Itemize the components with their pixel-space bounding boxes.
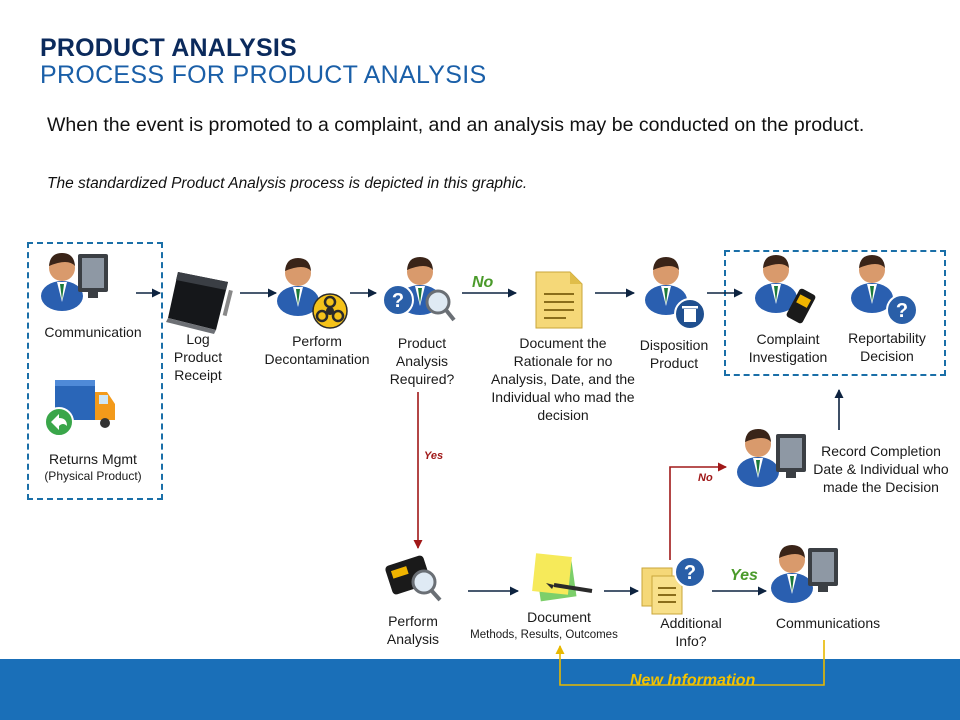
step-document: Document [527, 609, 591, 625]
branch-no-small: No [698, 472, 713, 484]
input-group-box [27, 242, 163, 500]
step-document-sub: Methods, Results, Outcomes [470, 629, 618, 641]
arrow-new-information [555, 640, 825, 686]
svg-text:?: ? [392, 290, 404, 312]
svg-text:?: ? [684, 562, 696, 584]
branch-yes-down: Yes [424, 450, 444, 462]
step-returns-mgmt-sub: (Physical Product) [44, 469, 142, 483]
step-additional-info: Additional Info? [660, 615, 722, 649]
branch-yes-bottom: Yes [730, 567, 758, 584]
document-icon [535, 271, 583, 329]
trash-person-icon [645, 257, 706, 330]
device-person-icon [755, 255, 816, 324]
step-analysis-required: Product Analysis Required? [389, 335, 455, 387]
question-person-icon-2: ? [851, 255, 918, 326]
step-decontamination: Perform Decontamination [264, 333, 370, 367]
person-computer-icon-2 [737, 429, 806, 487]
page-title: PRODUCT ANALYSIS [40, 34, 297, 62]
documents-question-icon: ? [641, 556, 706, 615]
step-document-rationale: Document the Rationale for no Analysis, … [491, 335, 635, 423]
new-information-label: New Information [630, 672, 756, 689]
step-perform-analysis: Perform Analysis [386, 613, 440, 647]
intro-note: The standardized Product Analysis proces… [47, 175, 528, 192]
person-computer-icon [41, 253, 108, 311]
step-disposition: Disposition Product [639, 337, 709, 371]
delivery-truck-icon [44, 380, 115, 437]
log-book-icon [166, 272, 233, 334]
page-subtitle: PROCESS FOR PRODUCT ANALYSIS [40, 61, 487, 89]
intro-text: When the event is promoted to a complain… [47, 114, 865, 136]
step-complaint-investigation: Complaint Investigation [748, 331, 828, 365]
svg-text:?: ? [896, 300, 908, 322]
device-magnifier-icon [385, 555, 442, 602]
step-reportability: Reportability Decision [848, 330, 926, 364]
step-communications: Communications [775, 615, 881, 631]
step-record-completion: Record Completion Date & Individual who … [813, 443, 949, 495]
biohazard-person-icon [277, 258, 348, 329]
question-person-icon: ? [382, 257, 456, 322]
person-computer-icon-3 [771, 545, 838, 603]
branch-no-top: No [472, 274, 494, 291]
footer-bar [0, 659, 960, 720]
arrow-additional-to-record [669, 462, 727, 560]
step-communication: Communication [44, 324, 142, 340]
step-returns-mgmt: Returns Mgmt [49, 451, 137, 467]
step-log-receipt: Log Product Receipt [173, 331, 223, 383]
decision-group-box [724, 250, 946, 376]
notes-pen-icon [532, 553, 593, 602]
